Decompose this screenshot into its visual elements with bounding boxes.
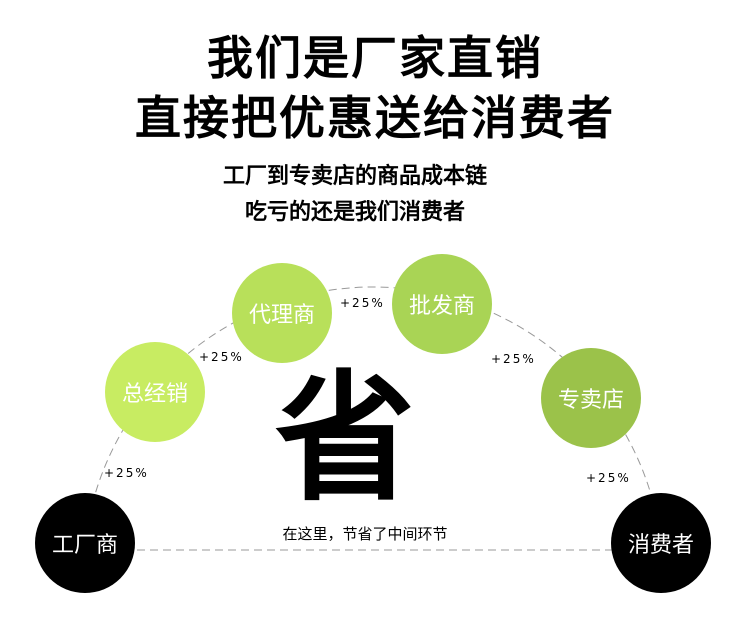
subtitle-line-2: 吃亏的还是我们消费者 [244,200,465,225]
markup-label: +25% [586,471,631,485]
node-label: 专卖店 [557,388,624,413]
markup-label: +25% [104,466,149,480]
markup-label: +25% [340,296,385,310]
node-label: 消费者 [627,533,694,558]
node-consumer: 消费者 [611,493,711,593]
node-store: 专卖店 [541,348,641,448]
save-character: 省 [274,358,415,521]
markup-label: +25% [199,350,244,364]
title-line-2: 直接把优惠送给消费者 [135,91,615,145]
node-general-distributor: 总经销 [105,342,205,442]
markup-label: +25% [491,352,536,366]
savings-caption: 在这里，节省了中间环节 [282,525,448,543]
title-line-1: 我们是厂家直销 [207,31,543,85]
node-wholesaler: 批发商 [392,254,492,354]
node-label: 代理商 [248,303,315,328]
node-label: 总经销 [121,382,188,407]
node-label: 工厂商 [51,533,118,558]
node-label: 批发商 [408,294,475,319]
subtitle-line-1: 工厂到专卖店的商品成本链 [222,164,487,189]
node-agent: 代理商 [232,263,332,363]
node-factory: 工厂商 [35,493,135,593]
